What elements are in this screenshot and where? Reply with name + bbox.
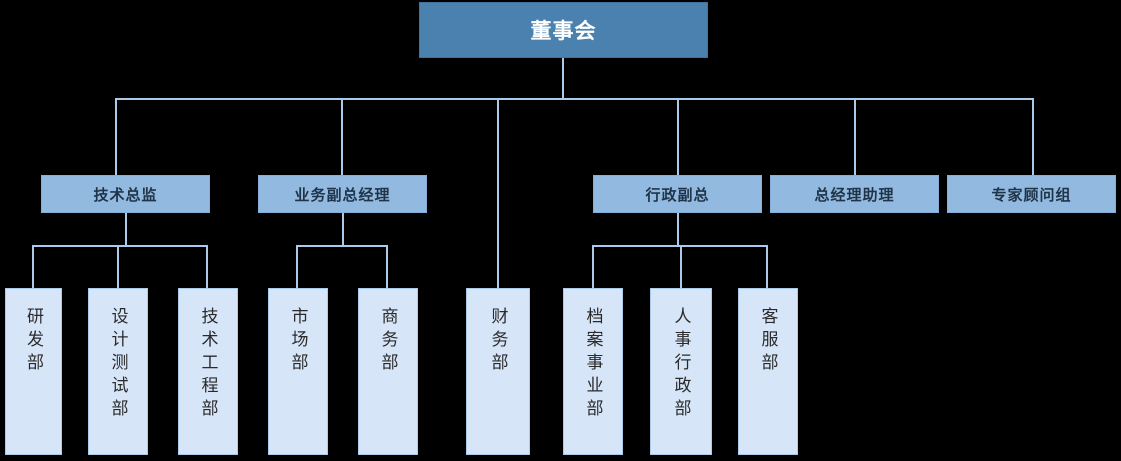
connector-bus-to-business-vp: [341, 98, 343, 175]
node-label: 业务副总经理: [294, 186, 391, 204]
connector-bus-to-finance-dept: [497, 98, 499, 288]
node-label: 档案事业部: [583, 307, 603, 422]
node-label: 总经理助理: [814, 186, 895, 204]
node-label: 设计测试部: [108, 307, 128, 422]
connector-admin-vp-drop: [677, 213, 679, 246]
node-finance-department[interactable]: 财务部: [466, 288, 530, 455]
node-marketing-department[interactable]: 市场部: [268, 288, 328, 455]
node-commerce-department[interactable]: 商务部: [358, 288, 418, 455]
node-administrative-vice-gm[interactable]: 行政副总: [593, 175, 762, 213]
node-label: 研发部: [24, 307, 43, 376]
node-label: 技术总监: [93, 186, 158, 204]
connector-business-to-marketing: [296, 245, 298, 288]
node-archive-business-department[interactable]: 档案事业部: [563, 288, 623, 455]
connector-tech-director-bus: [32, 245, 208, 247]
connector-admin-to-archive: [592, 245, 594, 288]
node-label: 专家顾问组: [991, 186, 1072, 204]
node-label: 董事会: [530, 20, 597, 43]
node-business-vice-gm[interactable]: 业务副总经理: [258, 175, 427, 213]
connector-tech-to-rnd: [32, 245, 34, 288]
connector-business-vp-drop: [342, 213, 344, 246]
node-label: 客服部: [758, 307, 778, 376]
node-design-test-department[interactable]: 设计测试部: [88, 288, 148, 455]
node-label: 技术工程部: [198, 307, 218, 422]
node-label: 财务部: [488, 307, 508, 376]
node-technical-director[interactable]: 技术总监: [41, 175, 210, 213]
node-customer-service-department[interactable]: 客服部: [738, 288, 798, 455]
connector-bus-to-admin-vp: [677, 98, 679, 175]
node-label: 市场部: [288, 307, 308, 376]
node-label: 行政副总: [645, 186, 710, 204]
connector-level2-bus: [115, 98, 1033, 100]
connector-bus-to-gm-assistant: [854, 98, 856, 175]
connector-tech-to-engineering: [206, 245, 208, 288]
connector-admin-to-hr: [680, 245, 682, 288]
node-label: 人事行政部: [671, 307, 691, 422]
connector-tech-director-drop: [125, 213, 127, 246]
node-hr-administration-department[interactable]: 人事行政部: [650, 288, 712, 455]
node-board-of-directors[interactable]: 董事会: [419, 2, 708, 58]
connector-admin-to-customer-service: [766, 245, 768, 288]
connector-tech-to-design-test: [117, 245, 119, 288]
connector-bus-to-expert-group: [1032, 98, 1034, 175]
node-technical-engineering-department[interactable]: 技术工程部: [178, 288, 238, 455]
node-expert-advisory-group[interactable]: 专家顾问组: [947, 175, 1116, 213]
connector-business-to-commerce: [386, 245, 388, 288]
connector-root-drop: [562, 58, 564, 99]
node-gm-assistant[interactable]: 总经理助理: [770, 175, 939, 213]
connector-business-vp-bus: [296, 245, 388, 247]
node-rnd-department[interactable]: 研发部: [5, 288, 62, 455]
connector-bus-to-tech-director: [115, 98, 117, 175]
node-label: 商务部: [378, 307, 398, 376]
